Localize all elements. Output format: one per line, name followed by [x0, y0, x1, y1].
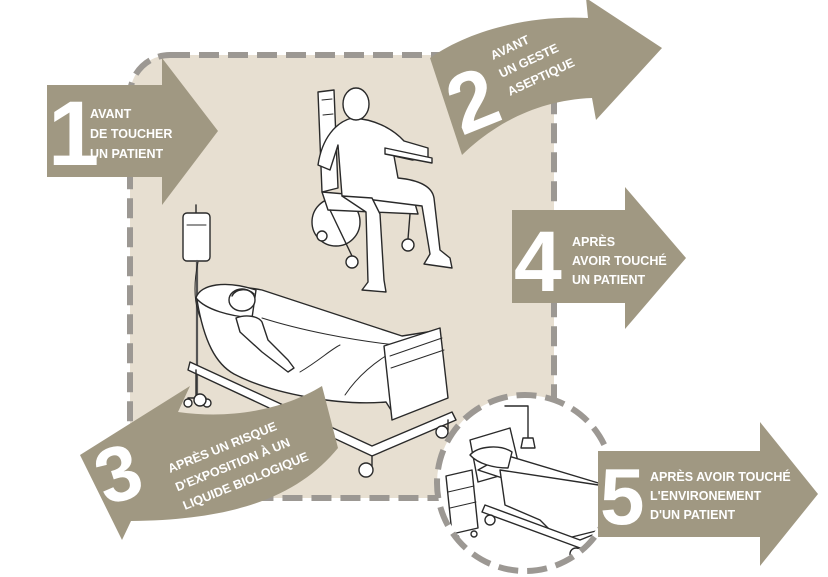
bed-wheel	[194, 394, 206, 406]
moment-5-line-2: L'ENVIRONEMENT	[650, 489, 762, 503]
bed-wheel	[436, 426, 448, 438]
bed-wheel	[359, 463, 373, 477]
nightstand-wheel	[471, 531, 477, 537]
moment-1-line-2: DE TOUCHER	[90, 127, 172, 141]
iv-wheel	[184, 399, 192, 407]
moment-5-arrow: 5 APRÈS AVOIR TOUCHÉ L'ENVIRONEMENT D'UN…	[598, 422, 818, 566]
lamp-shade	[521, 438, 535, 448]
moment-1-line-3: UN PATIENT	[90, 147, 164, 161]
wheelchair-caster	[346, 256, 358, 268]
moment-4-number: 4	[514, 214, 562, 310]
moment-4-line-3: UN PATIENT	[572, 273, 646, 287]
room-bed-wheel	[485, 515, 495, 525]
moment-4-line-1: APRÈS	[572, 234, 615, 249]
seated-person-head	[343, 88, 369, 120]
moment-5-line-3: D'UN PATIENT	[650, 508, 736, 522]
nightstand	[446, 470, 478, 534]
moment-5-line-1: APRÈS AVOIR TOUCHÉ	[650, 469, 791, 484]
iv-bag	[183, 213, 210, 261]
moment-4-line-2: AVOIR TOUCHÉ	[572, 253, 667, 268]
moment-1-line-1: AVANT	[90, 107, 132, 121]
wheelchair-caster	[317, 231, 327, 241]
moment-5-number: 5	[600, 452, 645, 541]
wheelchair-caster	[402, 239, 414, 251]
